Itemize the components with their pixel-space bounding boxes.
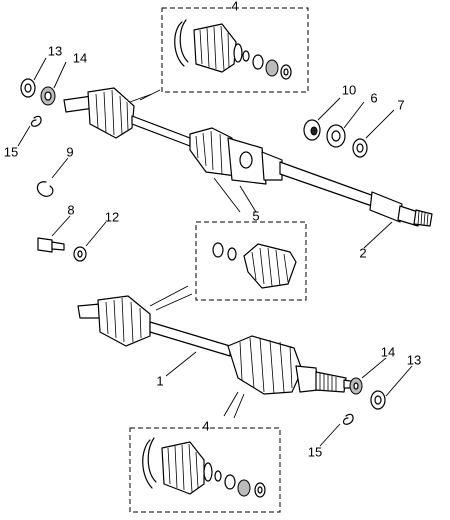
callout-7: 7 [397, 97, 405, 113]
callout-13-top: 13 [47, 43, 63, 59]
callout-13-bottom: 13 [406, 352, 422, 368]
callout-14-bottom: 14 [380, 344, 396, 360]
inset-box-bottom-boot-kit [129, 427, 281, 513]
callout-10: 10 [341, 82, 357, 98]
callout-box4-top: 4 [231, 0, 239, 14]
part-15-bottom [342, 413, 354, 425]
callout-12: 12 [104, 209, 120, 225]
part-13-bottom [370, 390, 386, 410]
leader-lines [17, 57, 413, 447]
part-8 [37, 237, 65, 253]
part-10 [303, 119, 321, 141]
leader-box4-top [129, 89, 161, 103]
callout-6: 6 [370, 90, 378, 106]
callout-2: 2 [359, 245, 367, 261]
part-14-bottom [349, 377, 363, 395]
callout-5: 5 [252, 208, 260, 224]
callout-1: 1 [156, 373, 164, 389]
callout-15-bottom: 15 [307, 444, 323, 460]
part-12 [73, 246, 87, 262]
callout-14-top: 14 [72, 50, 88, 66]
part-15-top [30, 115, 42, 127]
leader-box5-bottom [149, 285, 193, 311]
lower-drive-shaft [77, 295, 357, 395]
upper-drive-shaft [63, 87, 433, 227]
part-13-top [20, 78, 36, 98]
part-6 [326, 124, 346, 148]
leader-box5-top [213, 177, 257, 213]
callout-9: 9 [66, 144, 74, 160]
part-9 [36, 181, 54, 197]
inset-box-middle-boot-kit [195, 221, 307, 301]
callout-8: 8 [67, 202, 75, 218]
part-14-top [40, 86, 56, 106]
callout-15-top: 15 [3, 144, 19, 160]
inset-box-top-boot-kit [161, 7, 309, 93]
callout-box4-bottom: 4 [202, 418, 210, 434]
part-7 [352, 138, 368, 158]
